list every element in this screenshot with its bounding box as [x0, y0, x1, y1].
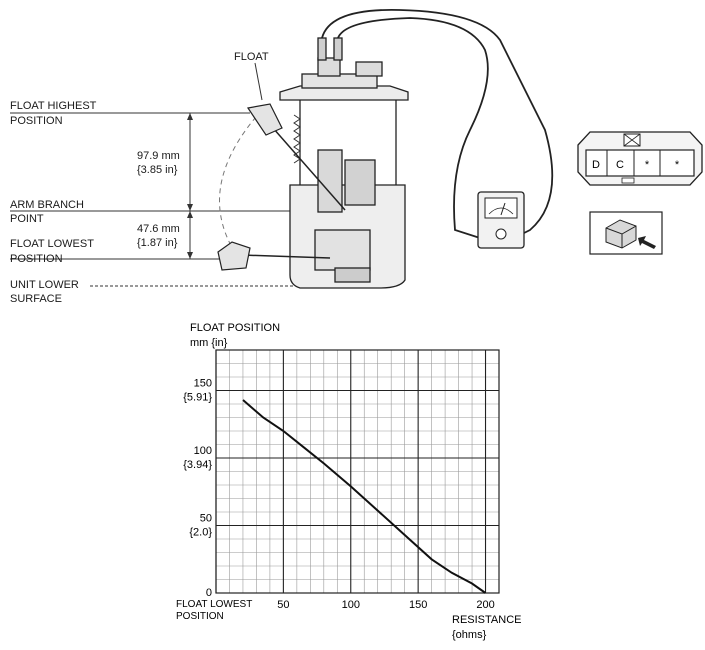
y-tick-sublabel: {2.0}: [189, 527, 212, 539]
chart-x-origin-label-line2: POSITION: [176, 611, 224, 622]
spring-coil: [293, 114, 301, 164]
plot-border: [215, 349, 500, 594]
float-lowest-label-line1: FLOAT LOWEST: [10, 238, 94, 250]
y-tick-label: 50: [200, 513, 212, 525]
ohmmeter: [477, 191, 525, 249]
upper-dimension-in: {3.85 in}: [137, 164, 178, 176]
chart-x-tick-labels: 50 100 150 200: [277, 599, 494, 611]
float-lowest-label-line2: POSITION: [10, 253, 63, 265]
connector-pin-c: C: [616, 159, 624, 171]
y-tick-label: 150: [194, 378, 212, 390]
x-tick-label: 200: [476, 599, 494, 611]
float-highest-label-line2: POSITION: [10, 115, 63, 127]
chart-y-title: FLOAT POSITION: [190, 322, 280, 334]
connector-face: D C * *: [577, 131, 703, 186]
fuel-pump-unit: [279, 37, 409, 289]
connector-pin-3: *: [645, 159, 650, 171]
lower-dimension-mm: 47.6 mm: [137, 223, 180, 235]
chart-x-origin-label-line1: FLOAT LOWEST: [176, 599, 252, 610]
y-tick-sublabel: {5.91}: [183, 392, 212, 404]
lower-dimension-in: {1.87 in}: [137, 237, 178, 249]
float-low: [217, 241, 331, 271]
upper-dimension-mm: 97.9 mm: [137, 150, 180, 162]
x-tick-label: 50: [277, 599, 289, 611]
chart-x-title: RESISTANCE: [452, 614, 521, 626]
test-lead-2: [337, 17, 489, 239]
chart-x-unit: {ohms}: [452, 629, 487, 641]
fuel-pump-diagram: D C * *: [10, 9, 703, 289]
connector-view-icon: [589, 211, 663, 255]
chart-y-unit: mm {in}: [190, 337, 228, 349]
y-tick-label: 100: [194, 445, 212, 457]
unit-lower-label-line1: UNIT LOWER: [10, 279, 79, 291]
float-high: [246, 103, 346, 211]
arm-branch-label-line1: ARM BRANCH: [10, 199, 84, 211]
chart-grid-minor: [216, 349, 500, 593]
chart-y-tick-labels: 150 {5.91} 100 {3.94} 50 {2.0} 0: [183, 378, 212, 600]
arm-branch-label-line2: POINT: [10, 213, 44, 225]
test-lead-1: [321, 9, 554, 236]
x-tick-label: 150: [409, 599, 427, 611]
y-tick-label: 0: [206, 587, 212, 599]
float-label: FLOAT: [234, 51, 269, 63]
float-highest-label-line1: FLOAT HIGHEST: [10, 100, 97, 112]
x-tick-label: 100: [342, 599, 360, 611]
chart-series-line: [242, 399, 487, 594]
float-leader: [254, 62, 263, 101]
chart-grid-major: [215, 349, 500, 594]
y-tick-sublabel: {3.94}: [183, 459, 212, 471]
connector-pin-4: *: [675, 159, 680, 171]
unit-lower-label-line2: SURFACE: [10, 293, 62, 305]
connector-pin-d: D: [592, 159, 600, 171]
